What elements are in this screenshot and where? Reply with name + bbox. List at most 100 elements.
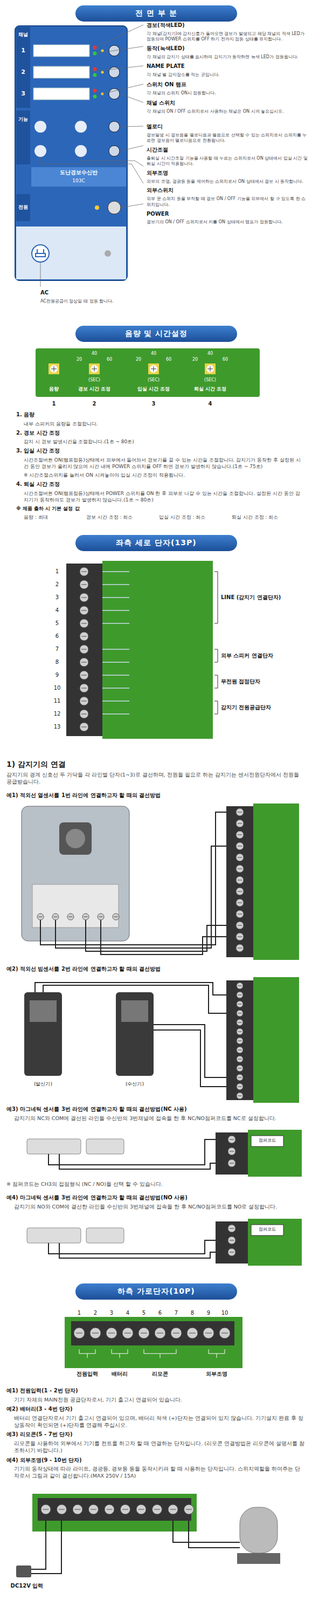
screw-slot xyxy=(81,648,87,650)
callout-number: 6 xyxy=(154,1308,166,1316)
heat-sensor xyxy=(40,811,227,954)
screw-slot xyxy=(108,1332,115,1333)
banner-title: 전 면 부 분 xyxy=(135,8,178,19)
screw-slot xyxy=(237,924,242,926)
section-heading: 1) 감지기의 연결 xyxy=(6,758,276,769)
terminal-screw xyxy=(236,819,244,827)
wiring-example xyxy=(37,1496,192,1520)
callout-title: 멜로디 xyxy=(146,122,309,131)
callout-number: 9 xyxy=(51,670,63,679)
screw-slot xyxy=(68,916,73,917)
callout-title: 경보(적색LED) xyxy=(146,21,309,30)
control-board xyxy=(35,348,260,397)
terminal-screw xyxy=(219,1326,231,1338)
terminal-screw xyxy=(79,657,89,667)
screw-slot xyxy=(237,902,242,903)
description-text: 각 채널의 ON / OFF 스위치로서 사용하는 채널은 ON 시켜 놓으십시… xyxy=(146,108,309,115)
alarm-panel xyxy=(93,73,97,78)
alarm-panel xyxy=(101,49,104,53)
screw-slot xyxy=(237,1012,242,1014)
magnetic-sensor-no xyxy=(26,1217,302,1265)
wiring-example xyxy=(32,1492,197,1531)
description-text: 리모콘을 사용하여 외부에서 기기를 컨트롤 하고자 할 때 연결하는 단자입니… xyxy=(14,1439,305,1454)
beam-sensor xyxy=(253,976,300,1102)
alarm-panel xyxy=(93,88,97,93)
beam-sensor xyxy=(35,981,227,1086)
description-text: 경보발생 시 경보음을 멜로디음과 벨음으로 선택할 수 있는 스위치로서 스위… xyxy=(146,132,309,145)
screw-slot xyxy=(81,635,87,637)
leader-line xyxy=(80,156,144,166)
terminal-screw xyxy=(236,864,244,872)
beam-sensor xyxy=(29,999,57,1022)
magnetic-sensor-no xyxy=(251,1223,284,1235)
panel-label: (발신기) xyxy=(18,1079,68,1087)
heat-sensor xyxy=(21,805,130,941)
panel-label: 도난경보수신반 xyxy=(32,168,126,177)
callout-number: 1 xyxy=(51,567,63,575)
alarm-panel xyxy=(104,250,112,257)
scale-label: (SEC) xyxy=(83,377,106,384)
alarm-panel xyxy=(31,244,50,262)
description-text: 외부의 조명, 경광등 등을 제어하는 스위치로서 ON 상태에서 경보 시 동… xyxy=(146,178,309,185)
callout-number: 2 xyxy=(51,580,63,588)
leader-line xyxy=(94,46,144,54)
screw-slot xyxy=(81,674,87,676)
scale-label: 60 xyxy=(163,356,175,363)
alarm-panel xyxy=(16,193,31,221)
callout-title: 예4) 외부조명(9 - 10번 단자) xyxy=(6,1455,306,1464)
beam-sensor xyxy=(115,991,154,1076)
callout-number: 8 xyxy=(186,1308,198,1316)
panel-label: 입실 시간 조정 xyxy=(129,385,178,392)
banner-title: 좌측 세로 단자(13P) xyxy=(115,537,197,548)
heat-sensor xyxy=(59,821,92,855)
terminal-block-10p xyxy=(64,1315,243,1368)
description-text: 기기의 동작상태에 따라 라이트, 경광등, 경보등 등을 동작시키려 할 때 … xyxy=(14,1464,305,1479)
control-board xyxy=(35,348,260,397)
screw-slot xyxy=(75,1332,83,1333)
terminal-screw xyxy=(52,912,59,920)
leader-line xyxy=(102,84,144,94)
terminal-block-13p xyxy=(214,571,218,714)
panel-label: 점퍼코드 xyxy=(251,1225,283,1232)
panel-label: 103C xyxy=(32,177,126,184)
section-banner: 음량 및 시간설정 xyxy=(75,325,238,342)
terminal-screw xyxy=(227,1223,236,1232)
beam-sensor xyxy=(24,991,62,1076)
screw-slot xyxy=(140,1332,148,1333)
wiring-example xyxy=(16,1564,32,1577)
scale-label: 60 xyxy=(104,356,115,363)
magnetic-sensor-no xyxy=(48,1239,216,1258)
callout-number: 12 xyxy=(51,709,63,718)
description-text: 내부 스피커의 음량을 조절합니다. xyxy=(23,420,304,427)
terminal-screw xyxy=(236,920,244,929)
description-text: 각 채널 별 감지장소를 적는 곳입니다. xyxy=(146,72,309,79)
panel-label: 경보 시간 조정 xyxy=(70,385,119,392)
screw-slot xyxy=(138,1508,145,1509)
terminal-block-13p xyxy=(66,560,218,739)
leader-line xyxy=(40,261,41,287)
callout-number: 4 xyxy=(204,399,216,408)
screw-slot xyxy=(81,609,87,611)
description-text: ※ 시간조절스위치를 눌러서 ON 시켜놓아야 입실 시간 조정이 적용됩니다. xyxy=(23,471,304,478)
callout-number: 7 xyxy=(170,1308,182,1316)
description-text: 퇴실 시간 조정 : 최소 xyxy=(231,513,305,520)
alarm-panel xyxy=(101,71,104,74)
terminal-screw xyxy=(236,830,244,838)
panel-label: 퇴실 시간 조정 xyxy=(185,385,235,392)
screw-slot xyxy=(237,811,242,813)
beam-sensor xyxy=(43,984,227,1013)
callout-title: POWER xyxy=(146,210,309,218)
callout-title: 외부조명 xyxy=(146,169,309,177)
screw-slot xyxy=(237,947,242,948)
callout-title: 예2) 적외선 빔센서를 2번 라인에 연결하고자 할 때의 결선방법 xyxy=(6,964,306,973)
callout-title: 2. 경보 시간 조정 xyxy=(16,428,297,437)
screw-slot xyxy=(81,687,87,689)
description-text: 배터리 연결단자로서 기기 출고시 연결되어 있으며, 배터리 적색 (+)단자… xyxy=(14,1413,305,1428)
callout-number: 1 xyxy=(73,1308,85,1316)
terminal-screw xyxy=(82,912,89,920)
terminal-group-label: 리모콘 xyxy=(141,1369,179,1377)
terminal-screw xyxy=(236,875,244,884)
terminal-screw xyxy=(37,566,244,1514)
leader-line xyxy=(94,24,144,48)
screw-slot xyxy=(170,1508,177,1509)
